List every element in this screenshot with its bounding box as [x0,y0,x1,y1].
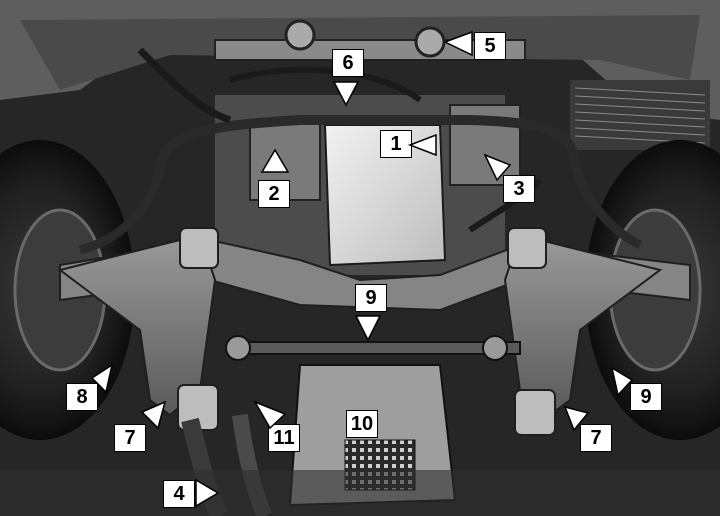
arrow-6 [332,81,360,107]
arrow-9-right [610,366,634,397]
arrow-4 [195,478,220,508]
anti-roll-bar-left-arm [78,168,165,255]
radiator-fins [570,80,710,150]
callout-11: 11 [268,424,300,452]
callout-6: 6 [332,49,364,77]
callout-9-right: 9 [630,383,662,411]
callout-5: 5 [474,32,506,60]
arrow-1 [407,133,437,157]
arrow-5 [443,30,473,57]
left-arm-front-bushing [179,227,219,269]
callout-2: 2 [258,180,290,208]
callout-8: 8 [66,383,98,411]
callout-7-right: 7 [580,424,612,452]
arrow-7-left [140,400,167,430]
callout-7-left: 7 [114,424,146,452]
arrow-2 [260,148,290,173]
arrow-8 [90,363,114,394]
arrow-11 [253,400,287,430]
callout-4: 4 [163,480,195,508]
callout-9-center: 9 [355,284,387,312]
steering-joint-right [482,335,508,361]
hose-left [137,47,232,124]
bushing-left [284,19,316,51]
right-arm-front-bushing [507,227,547,269]
arrow-9-center [354,315,382,342]
floor [0,470,720,516]
arrow-7-right [563,405,590,432]
callout-3: 3 [503,175,535,203]
anti-roll-bar-right-arm [570,163,643,250]
steering-joint-left [225,335,251,361]
callout-10: 10 [346,410,378,438]
anti-roll-bar [155,115,580,171]
arrow-3 [483,153,512,182]
right-arm-bushing [514,389,556,436]
